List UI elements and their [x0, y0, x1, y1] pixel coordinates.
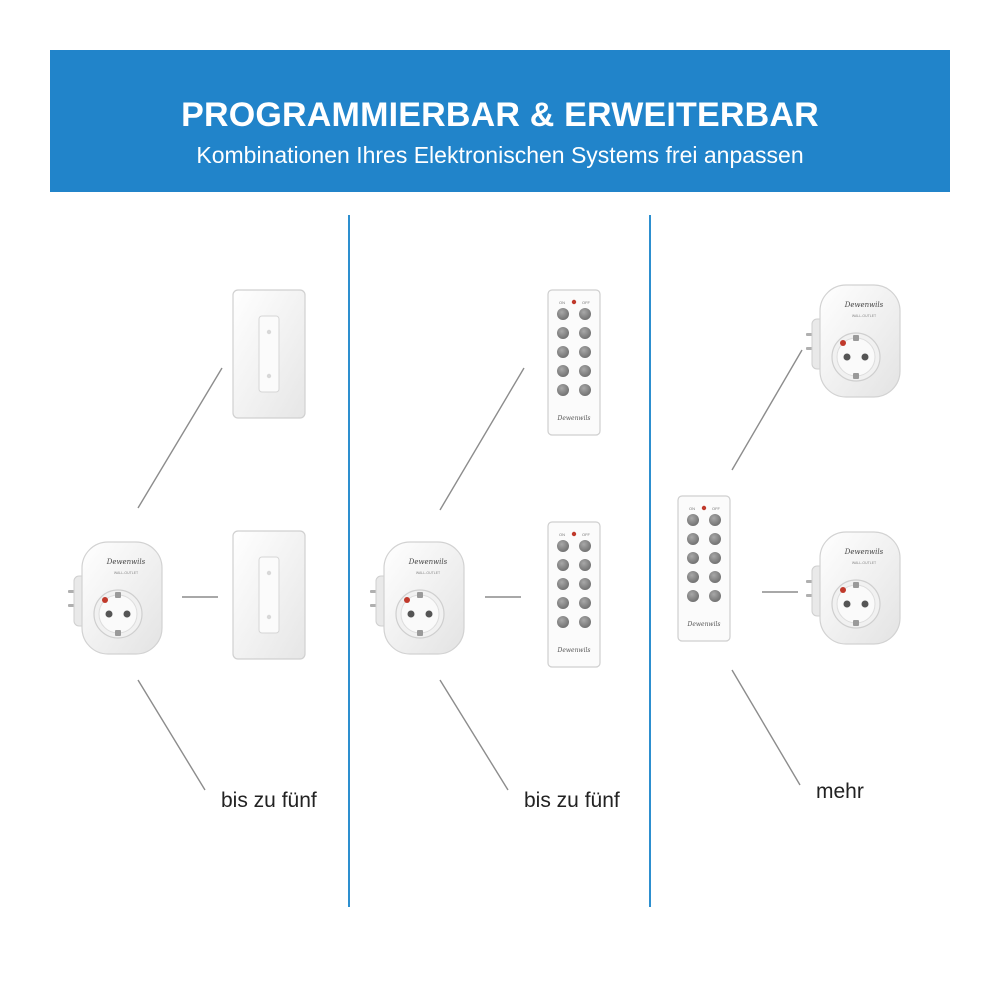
remote-control-image: [677, 495, 731, 642]
remote-control-image: [547, 521, 601, 668]
wall-switch-image: [232, 530, 306, 660]
banner-title: PROGRAMMIERBAR & ERWEITERBAR: [181, 96, 819, 134]
wall-switch-image: [232, 289, 306, 419]
panel-divider-1: [348, 215, 350, 907]
banner-subtitle: Kombinationen Ihres Elektronischen Syste…: [196, 142, 804, 168]
panel-2-caption: bis zu fünf: [524, 789, 620, 812]
panel-1: [67, 289, 306, 791]
connector-line: [439, 679, 509, 791]
connector-line: [137, 679, 206, 791]
panel-3-caption: mehr: [816, 780, 864, 803]
smart-plug-image: [805, 284, 901, 398]
panel-3: [677, 284, 901, 786]
connector-line: [731, 349, 803, 471]
connector-line: [439, 367, 525, 511]
connector-line: [731, 669, 801, 786]
smart-plug-image: [805, 531, 901, 645]
panel-1-caption: bis zu fünf: [221, 789, 317, 812]
smart-plug-image: [67, 541, 163, 655]
smart-plug-image: [369, 541, 465, 655]
remote-control-image: [547, 289, 601, 436]
panel-2: [369, 289, 601, 791]
header-banner: PROGRAMMIERBAR & ERWEITERBAR Kombination…: [50, 50, 950, 192]
panel-divider-2: [649, 215, 651, 907]
connector-line: [137, 367, 223, 509]
